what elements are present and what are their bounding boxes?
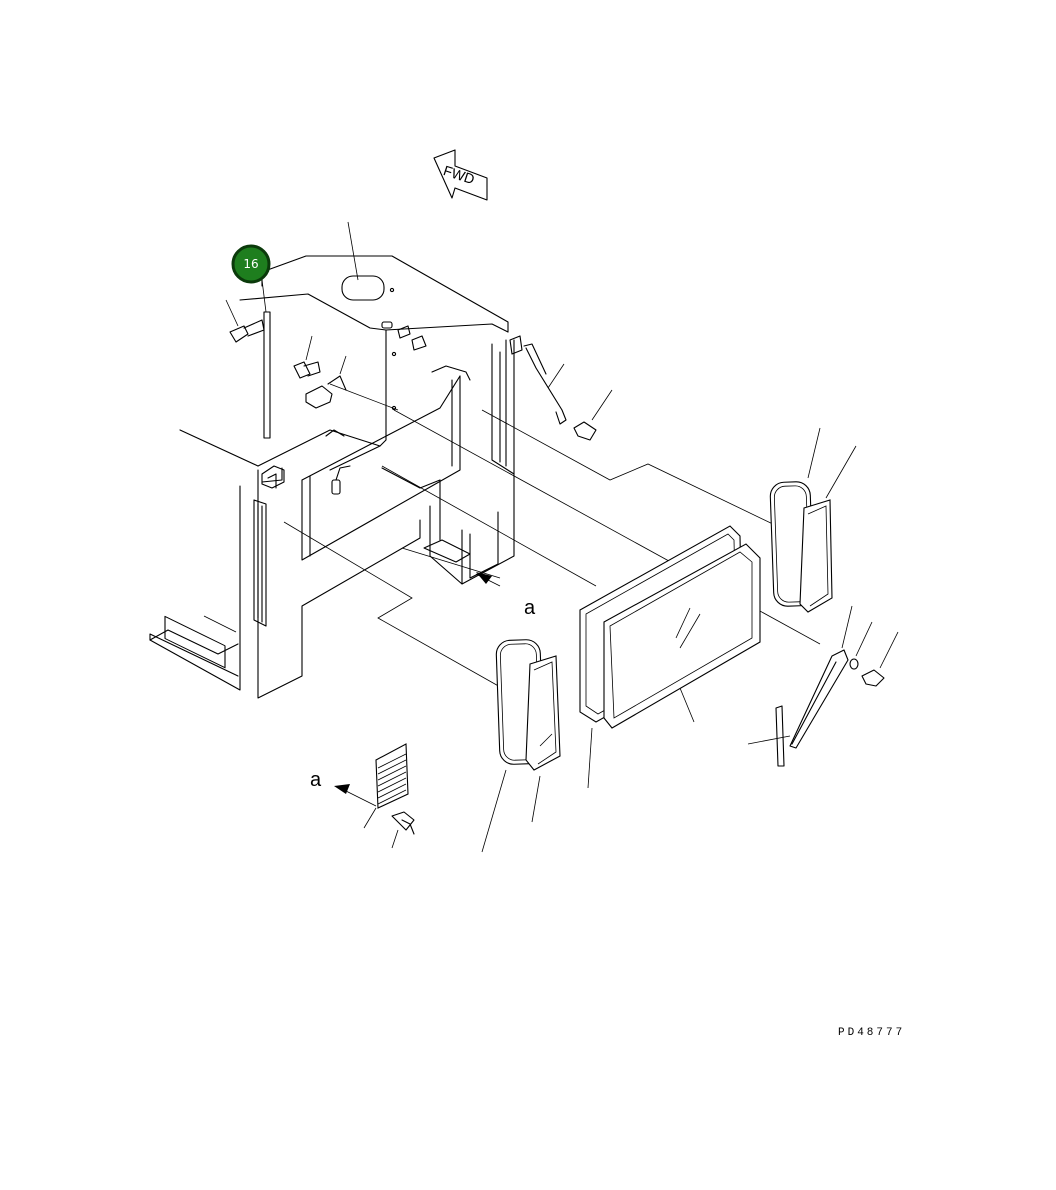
- drawing-code: PD48777: [838, 1027, 905, 1039]
- latch-assembly: [305, 355, 399, 411]
- cab-frame: [149, 255, 515, 699]
- large-glass-panel: [579, 525, 761, 789]
- bolt-upper: [293, 335, 321, 379]
- rear-stay-rod: [261, 279, 271, 439]
- bolt-bottom: [391, 811, 415, 849]
- wiper-assembly: [747, 605, 899, 767]
- left-side-window: [481, 639, 561, 853]
- view-label-upper: a: [524, 597, 536, 619]
- fwd-label: FWD: [441, 162, 476, 187]
- view-arrow-upper: a: [476, 572, 536, 619]
- callout-16[interactable]: 16: [231, 244, 271, 284]
- right-side-window: [769, 427, 857, 613]
- view-label-lower: a: [310, 769, 322, 791]
- bolt-right: [573, 389, 613, 441]
- callout-number: 16: [243, 257, 258, 271]
- bolt-top-left: [225, 299, 265, 343]
- gas-spring: [509, 335, 567, 425]
- louver-grille: [363, 743, 409, 829]
- view-arrow-lower: a: [310, 769, 377, 807]
- roof-hardware: [347, 221, 427, 411]
- fwd-arrow: FWD: [433, 149, 488, 201]
